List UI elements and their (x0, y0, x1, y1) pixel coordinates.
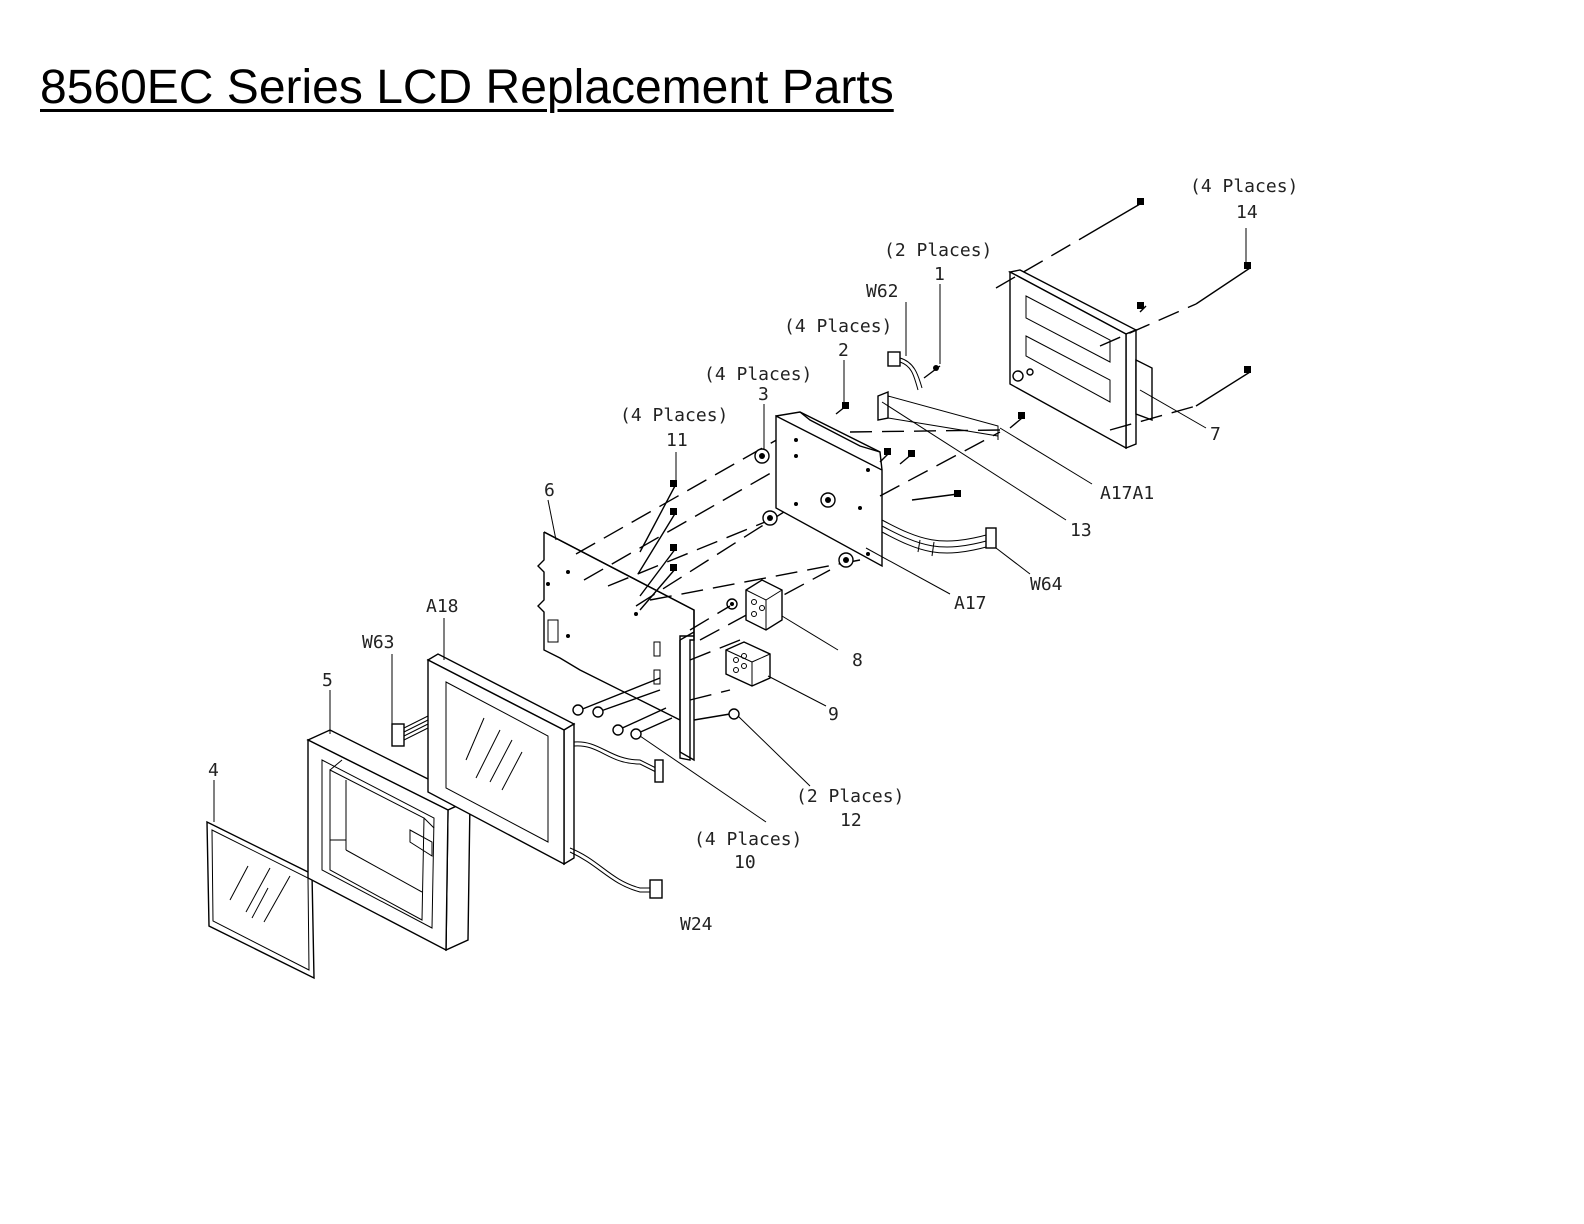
part-8-block (727, 580, 782, 630)
callout-14-qty: (4 Places) (1190, 176, 1298, 197)
callout-2-number: 2 (838, 340, 849, 361)
callout-13: 13 (1070, 520, 1092, 541)
part-a17-board (755, 412, 996, 567)
callout-4: 4 (208, 760, 219, 781)
callout-a17: A17 (954, 593, 987, 614)
callout-12-number: 12 (840, 810, 862, 831)
callout-10-qty: (4 Places) (694, 829, 802, 850)
callout-1-number: 1 (934, 264, 945, 285)
callout-6: 6 (544, 480, 555, 501)
callout-a17a1: A17A1 (1100, 483, 1154, 504)
part-a17a1-bracket (878, 352, 1025, 440)
callout-5: 5 (322, 670, 333, 691)
part-7-rear-frame (1010, 270, 1152, 448)
callout-3-number: 3 (758, 384, 769, 405)
callout-2-qty: (4 Places) (784, 316, 892, 337)
callout-9: 9 (828, 704, 839, 725)
callout-11-qty: (4 Places) (620, 405, 728, 426)
callout-10-number: 10 (734, 852, 756, 873)
callout-1-qty: (2 Places) (884, 240, 992, 261)
callout-w62: W62 (866, 281, 899, 302)
part-9-block (726, 642, 770, 686)
callout-w63: W63 (362, 632, 395, 653)
callout-14-number: 14 (1236, 202, 1258, 223)
callout-11-number: 11 (666, 430, 688, 451)
callout-8: 8 (852, 650, 863, 671)
callout-7: 7 (1210, 424, 1221, 445)
callout-a18: A18 (426, 596, 459, 617)
callout-12-qty: (2 Places) (796, 786, 904, 807)
part-4-glass (207, 822, 314, 978)
callout-3-qty: (4 Places) (704, 364, 812, 385)
callout-w24: W24 (680, 914, 713, 935)
callout-w64: W64 (1030, 574, 1063, 595)
